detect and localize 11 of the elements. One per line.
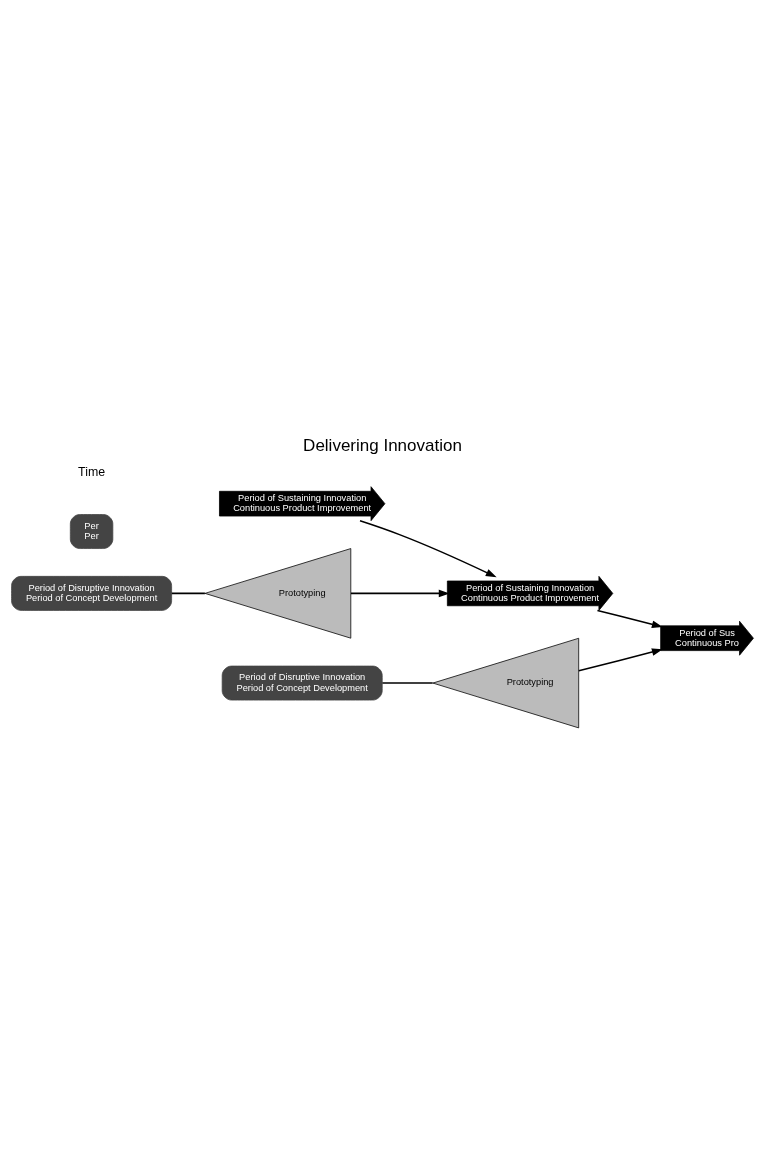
node-box: Per Per [69,514,114,549]
node-box: Period of Disruptive Innovation Period of Concept Development [11,576,172,611]
label: Time [78,464,106,479]
node-box: Period of Disruptive Innovation Period of Concept Development [221,665,383,701]
arrow [350,589,450,598]
connector [381,682,434,684]
diagram-title: Delivering Innovation [303,435,462,455]
arrow [596,609,663,629]
arrow [359,520,497,578]
connector [170,592,206,595]
arrow [578,648,663,672]
